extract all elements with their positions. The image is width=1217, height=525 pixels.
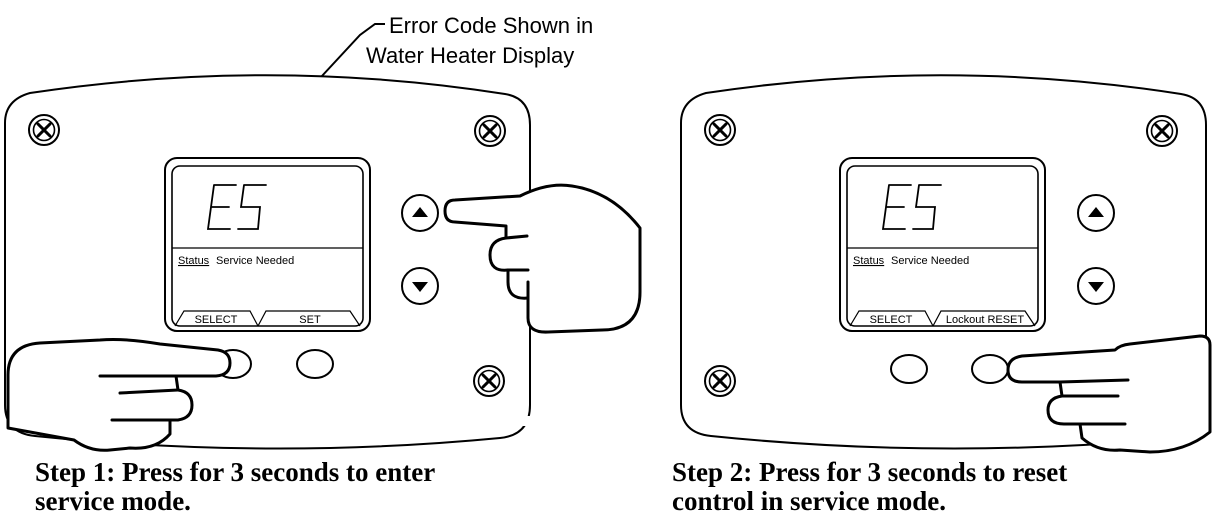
callout-line-2: Water Heater Display (366, 43, 574, 68)
pointing-hand-select (6, 338, 232, 452)
screw-icon (473, 114, 507, 148)
tab-lockout-reset: Lockout RESET (946, 314, 1025, 326)
tab-set: SET (299, 314, 321, 326)
right-error-code-e5: E5 (881, 184, 942, 230)
left-display: E5 Status Service Needed SELECT SET (164, 157, 371, 332)
screw-icon (1145, 114, 1179, 148)
up-button[interactable] (401, 194, 439, 232)
triangle-up-icon (1088, 207, 1104, 217)
pointing-hand-up (443, 183, 642, 334)
status-text: Service Needed (891, 255, 969, 267)
screw-icon (472, 364, 506, 398)
triangle-up-icon (412, 207, 428, 217)
callout-line-1: Error Code Shown in (389, 13, 593, 38)
screw-icon (27, 113, 61, 147)
error-code-callout: Error Code Shown in Water Heater Display (281, 13, 593, 122)
status-text: Service Needed (216, 255, 294, 267)
left-control-panel: E5 Status Service Needed SELECT SET (4, 74, 642, 516)
down-button[interactable] (401, 267, 439, 305)
step-1-caption-line-2: service mode. (35, 486, 191, 516)
right-control-panel: E5 Status Service Needed SELECT Lockout … (672, 74, 1212, 516)
pointing-hand-reset (1006, 334, 1212, 454)
tab-select: SELECT (195, 314, 238, 326)
select-button[interactable] (890, 354, 928, 384)
step-1-caption-line-1: Step 1: Press for 3 seconds to enter (35, 457, 435, 487)
lockout-reset-button[interactable] (971, 354, 1009, 384)
right-display: E5 Status Service Needed SELECT Lockout … (839, 157, 1046, 332)
screw-icon (703, 113, 737, 147)
left-error-code-e5: E5 (206, 184, 267, 230)
triangle-down-icon (412, 282, 428, 292)
triangle-down-icon (1088, 282, 1104, 292)
down-button[interactable] (1077, 267, 1115, 305)
screw-icon (703, 364, 737, 398)
step-2-caption-line-2: control in service mode. (672, 486, 946, 516)
step-2-caption-line-1: Step 2: Press for 3 seconds to reset (672, 457, 1067, 487)
status-label: Status (853, 255, 885, 267)
up-button[interactable] (1077, 194, 1115, 232)
status-label: Status (178, 255, 210, 267)
set-button[interactable] (296, 349, 334, 379)
tab-select: SELECT (870, 314, 913, 326)
